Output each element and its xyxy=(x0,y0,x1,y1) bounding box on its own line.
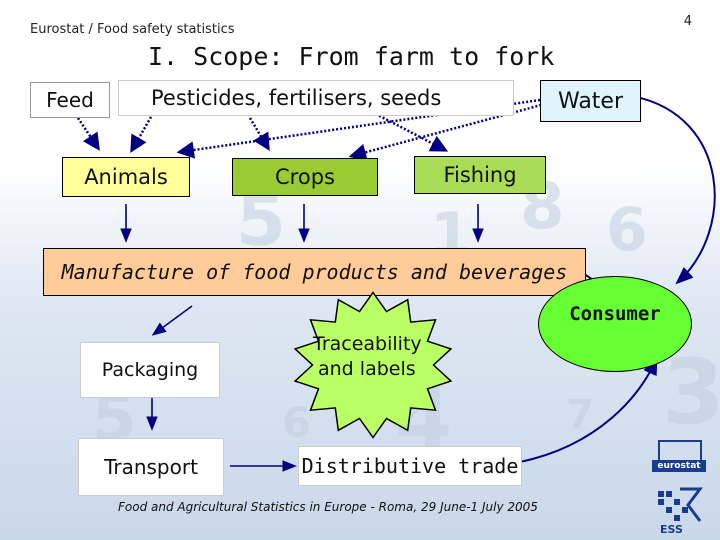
pesticides-box: Pesticides, fertilisers, seeds xyxy=(118,80,514,116)
transport-box: Transport xyxy=(78,438,224,496)
arrow-water-consumer xyxy=(631,95,716,285)
eurostat-logo-text: eurostat xyxy=(652,460,706,472)
water-box: Water xyxy=(540,80,641,122)
source-arrows xyxy=(120,204,484,472)
traceability-starburst xyxy=(293,291,453,439)
page-number: 4 xyxy=(683,14,692,29)
traceability-label-line2: and labels xyxy=(318,358,416,380)
manufacture-box: Manufacture of food products and beverag… xyxy=(43,248,586,296)
distributive-trade-box: Distributive trade xyxy=(298,446,522,486)
feed-box: Feed xyxy=(30,82,110,118)
packaging-box: Packaging xyxy=(80,342,220,398)
eurostat-logo-mark xyxy=(658,440,702,462)
ess-logo-text: ESS xyxy=(660,523,683,536)
consumer-circle: Consumer xyxy=(538,276,692,372)
source-label: Eurostat / Food safety statistics xyxy=(30,22,235,37)
arrow-manufacture-packaging xyxy=(151,305,193,336)
eurostat-logo: eurostat xyxy=(652,440,706,474)
slide-title: I. Scope: From farm to fork xyxy=(148,42,555,71)
arrow-pesticides-animals xyxy=(130,109,157,154)
arrow-pesticides-fishing xyxy=(371,110,449,152)
animals-box: Animals xyxy=(62,157,190,197)
arrow-feed-animals xyxy=(76,117,100,151)
footer-text: Food and Agricultural Statistics in Euro… xyxy=(118,500,538,514)
ess-logo-mark xyxy=(658,487,703,522)
arrow-pesticides-crops xyxy=(248,117,270,152)
arrow-trade-consumer xyxy=(519,356,658,463)
ess-logo: ESS xyxy=(650,485,708,536)
crops-box: Crops xyxy=(232,158,378,196)
traceability-label-line1: Traceability xyxy=(313,333,422,355)
fishing-box: Fishing xyxy=(414,156,546,194)
